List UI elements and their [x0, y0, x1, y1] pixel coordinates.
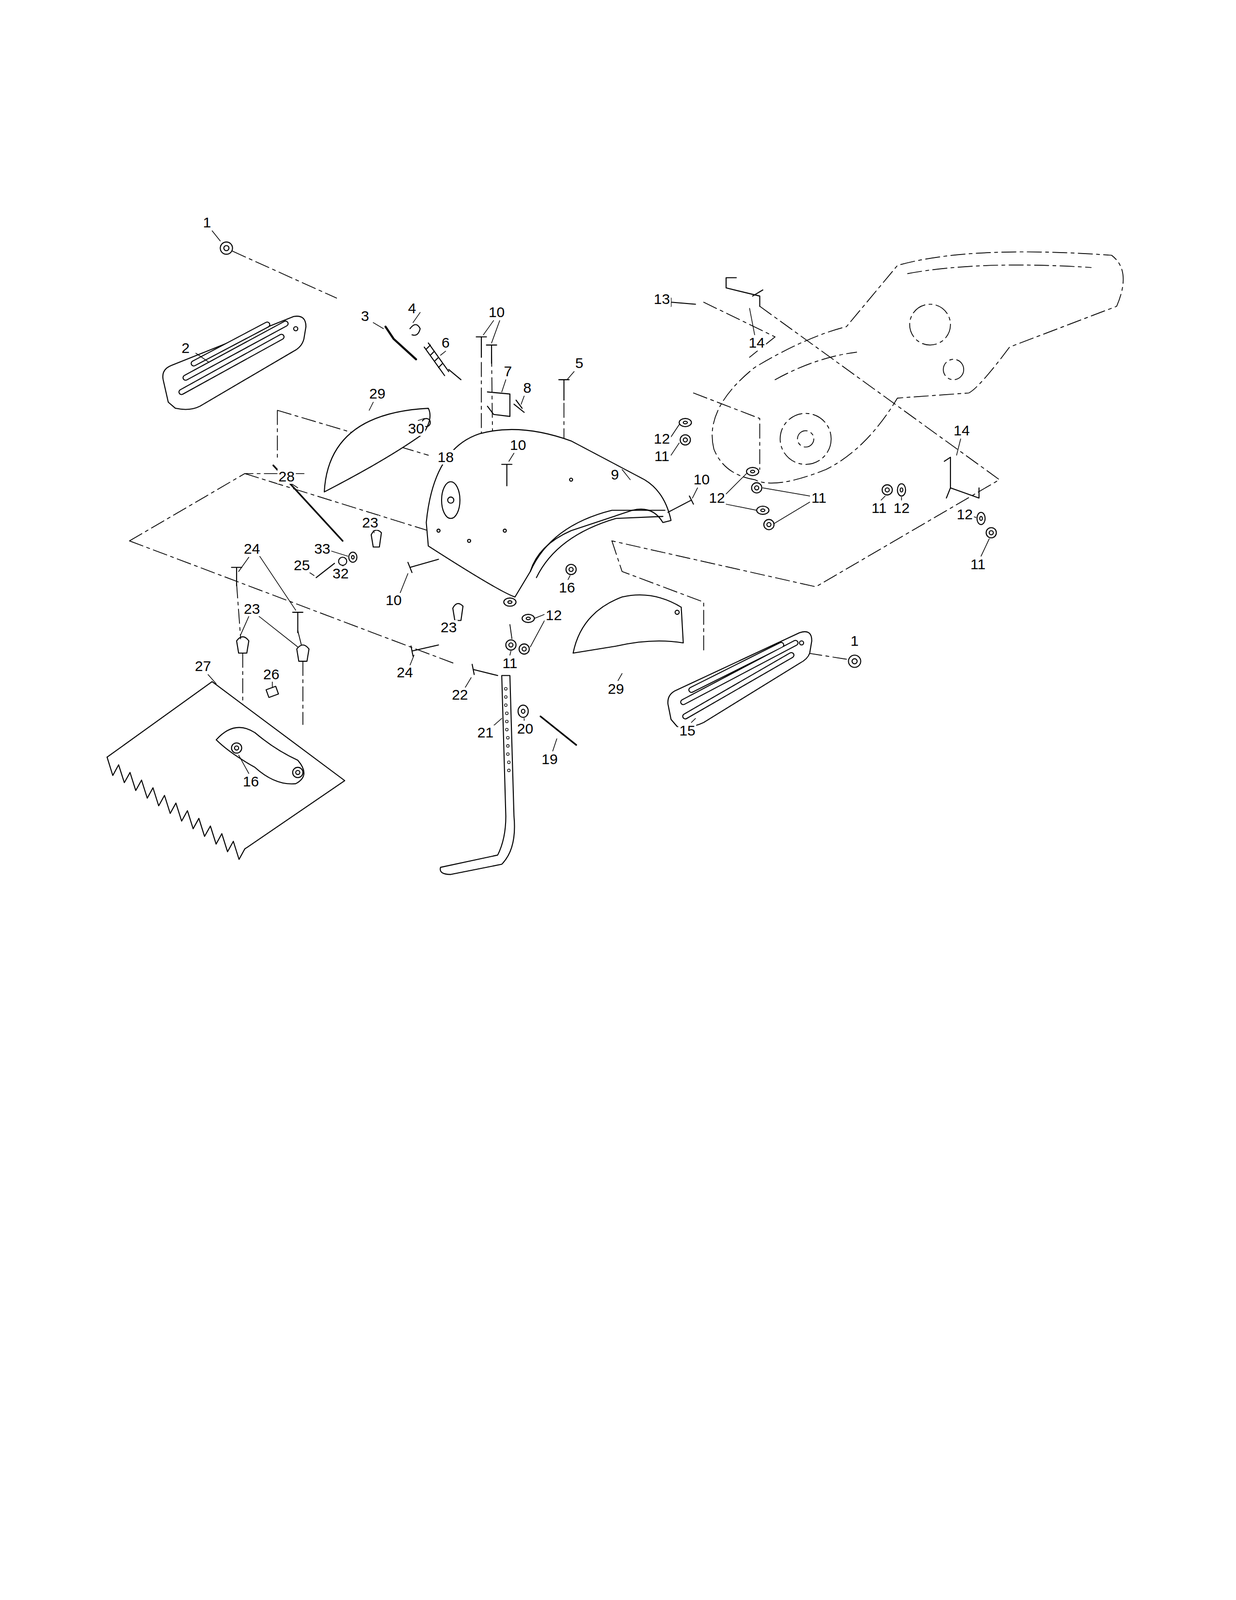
callout-number: 20	[516, 721, 535, 736]
callout-number: 23	[242, 601, 261, 617]
callout-number: 5	[574, 355, 585, 371]
callout-number: 2	[180, 340, 191, 356]
callout-number: 12	[892, 500, 911, 516]
callout-number: 6	[440, 335, 451, 350]
callout-number: 13	[652, 291, 671, 307]
callout-number: 30	[407, 421, 426, 436]
callout-number: 11	[969, 556, 987, 572]
callout-number: 19	[540, 751, 559, 767]
callout-number: 18	[436, 449, 455, 465]
callout-number: 9	[609, 467, 620, 482]
callout-number: 12	[955, 507, 974, 522]
callout-number: 25	[292, 557, 311, 573]
callout-number: 10	[508, 437, 527, 453]
callout-number: 3	[360, 308, 371, 324]
callout-number: 24	[242, 541, 261, 556]
callout-number: 4	[407, 301, 418, 316]
callout-number: 15	[678, 723, 697, 738]
callout-number: 8	[522, 380, 533, 396]
callout-number: 1	[202, 215, 213, 230]
callout-number: 29	[606, 681, 625, 697]
callout-number: 33	[313, 541, 332, 556]
callout-number: 26	[262, 666, 281, 682]
callout-number: 10	[692, 472, 711, 487]
callout-number: 14	[747, 335, 766, 350]
callout-number: 23	[439, 619, 458, 635]
callout-number: 11	[810, 490, 828, 506]
callout-number: 29	[368, 386, 387, 401]
callout-number: 14	[952, 423, 971, 438]
callout-number: 16	[241, 774, 260, 789]
callout-number: 10	[487, 304, 506, 320]
callout-number: 24	[396, 665, 414, 680]
callout-number: 27	[193, 658, 212, 674]
callout-number: 28	[277, 469, 296, 484]
callout-number: 12	[707, 490, 726, 506]
callout-number: 10	[384, 592, 403, 608]
callout-number: 16	[557, 580, 576, 595]
callout-number: 23	[361, 515, 380, 530]
callout-number: 21	[476, 725, 495, 740]
callout-number: 22	[450, 687, 469, 702]
callout-number: 11	[653, 448, 671, 464]
callout-number: 32	[331, 566, 350, 581]
callout-number: 12	[544, 607, 563, 623]
callout-number: 11	[870, 500, 888, 516]
callout-number: 11	[501, 655, 519, 671]
callout-number: 12	[652, 431, 671, 446]
callout-number: 7	[502, 364, 513, 379]
callout-number: 1	[849, 633, 860, 649]
